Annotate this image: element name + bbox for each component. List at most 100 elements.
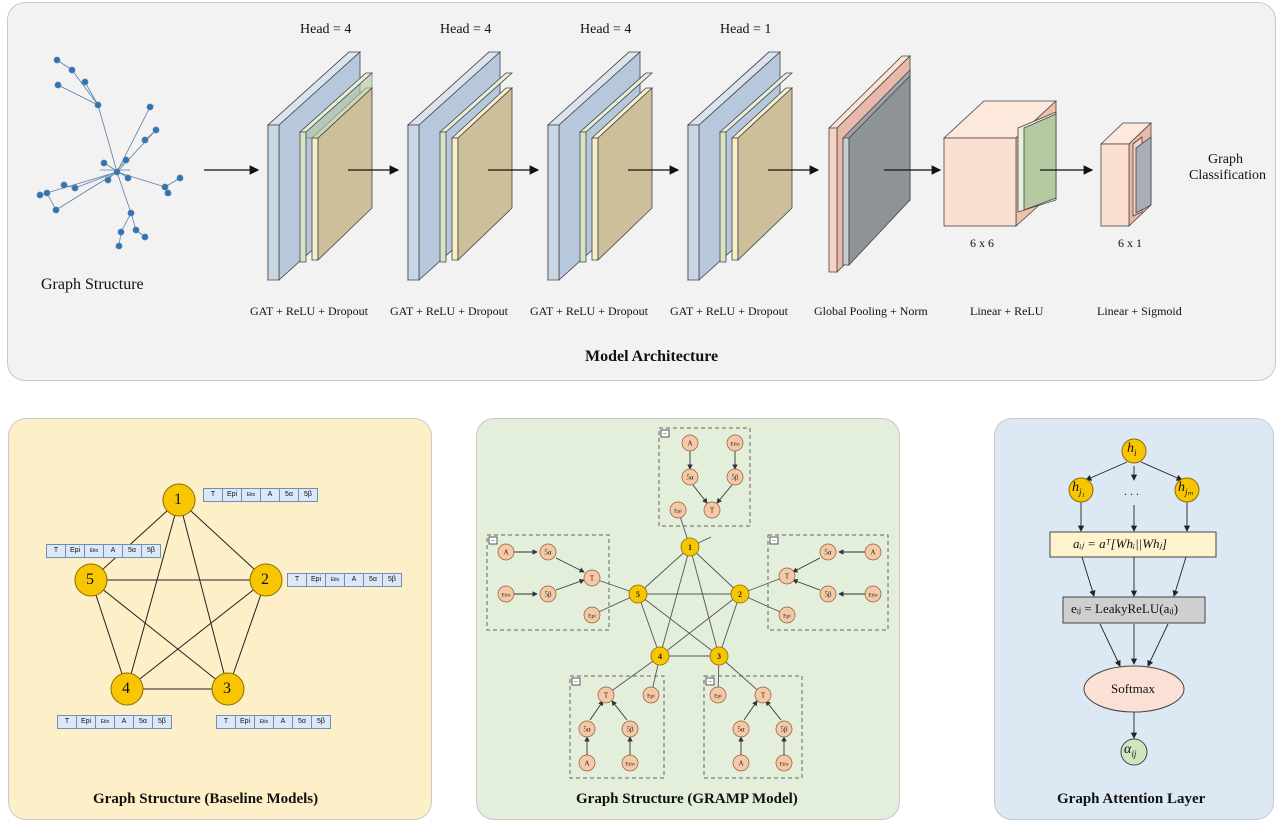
gramp-subgraph-node-label: 5α bbox=[824, 549, 832, 557]
attention-coef-formula: aᵢⱼ = aᵀ[Whᵢ||Whⱼ] bbox=[1073, 536, 1167, 551]
gramp-subgraph-node-label: Etio bbox=[625, 762, 634, 768]
gramp-subgraph-node-label: Etio bbox=[730, 442, 739, 448]
feature-cell: Epi bbox=[306, 574, 325, 586]
feature-cell: 5α bbox=[133, 716, 152, 728]
gramp-subgraph-node-label: Epi bbox=[674, 509, 682, 515]
gramp-subgraph-node bbox=[778, 606, 796, 624]
gramp-subgraph-node bbox=[732, 754, 750, 772]
gramp-node-3-label: 3 bbox=[717, 652, 721, 661]
head-label-1: Head = 4 bbox=[300, 22, 352, 37]
gramp-subgraph-node-label: A bbox=[503, 549, 508, 557]
baseline-node-1-label: 1 bbox=[174, 491, 182, 508]
gramp-subgraph-node-label: Etio bbox=[779, 762, 788, 768]
feature-cell: T bbox=[294, 576, 300, 583]
gramp-subgraph-node bbox=[497, 585, 515, 603]
gramp-subgraph-node-label: 5α bbox=[583, 726, 591, 734]
gramp-subgraph-node-label: A bbox=[870, 549, 875, 557]
feature-cell: Etio bbox=[325, 574, 344, 586]
gramp-subgraph-node-label: 5α bbox=[737, 726, 745, 734]
baseline-node-5-label: 5 bbox=[86, 571, 94, 588]
feature-cell: 5α bbox=[292, 716, 311, 728]
gramp-node-1 bbox=[680, 537, 700, 557]
collapse-icon[interactable]: − bbox=[772, 537, 776, 545]
feature-cell: A bbox=[260, 489, 279, 501]
gramp-subgraph-boxes bbox=[486, 427, 889, 779]
linear-sigmoid-block bbox=[1100, 122, 1152, 227]
feature-cell: Epi bbox=[235, 716, 254, 728]
baseline-node-3 bbox=[211, 672, 245, 706]
softmax-label: Softmax bbox=[1111, 681, 1156, 696]
gramp-subgraph-node bbox=[597, 686, 615, 704]
gramp-subgraph-node bbox=[681, 468, 699, 486]
gat-block-4 bbox=[686, 51, 794, 281]
gramp-title: Graph Structure (GRAMP Model) bbox=[576, 791, 798, 807]
feature-cell: 5α bbox=[279, 489, 298, 501]
feature-cell: A bbox=[114, 716, 133, 728]
leakyrelu-box bbox=[1062, 596, 1206, 624]
gramp-subgraph-node-label: Etio bbox=[868, 593, 877, 599]
h-jm-label: hjₘ bbox=[1178, 480, 1194, 497]
gramp-node-5-label: 5 bbox=[636, 590, 640, 599]
gramp-subgraph-node-label: 5β bbox=[544, 591, 552, 599]
baseline-node-4-label: 4 bbox=[122, 680, 130, 697]
global-pooling-block bbox=[828, 55, 911, 273]
gramp-subgraph-node-label: 5α bbox=[686, 474, 694, 482]
gramp-subgraph-node-label: A bbox=[687, 440, 692, 448]
gramp-subgraph-node-label: 5β bbox=[731, 474, 739, 482]
linear-relu-block bbox=[942, 100, 1058, 227]
gramp-subgraph-node bbox=[583, 606, 601, 624]
gramp-subgraph-node bbox=[709, 686, 727, 704]
feature-cell: A bbox=[344, 574, 363, 586]
output-label-line1: Graph bbox=[1208, 152, 1243, 167]
gramp-subgraph-node bbox=[621, 720, 639, 738]
baseline-nodes bbox=[74, 483, 283, 706]
gramp-subgraph-node-label: Epi bbox=[588, 614, 596, 620]
ellipsis: . . . bbox=[1124, 484, 1139, 498]
softmax-node bbox=[1083, 665, 1185, 713]
feature-cell: A bbox=[103, 545, 122, 557]
gramp-subgraph-node-label: T bbox=[590, 575, 595, 583]
gramp-node-1-label: 1 bbox=[688, 543, 692, 552]
gramp-node-2 bbox=[730, 584, 750, 604]
graph-structure-icon bbox=[36, 56, 184, 250]
architecture-diagram bbox=[36, 51, 1152, 281]
gramp-subgraph-node bbox=[864, 543, 882, 561]
alpha-label: αij bbox=[1124, 742, 1137, 759]
feature-cell: 5α bbox=[363, 574, 382, 586]
linear-relu-dims: 6 x 6 bbox=[970, 236, 994, 250]
gramp-subgraph-node bbox=[864, 585, 882, 603]
baseline-node-2 bbox=[249, 563, 283, 597]
baseline-graph-panel bbox=[8, 418, 432, 820]
output-label-line2: Classification bbox=[1189, 168, 1266, 183]
baseline-title: Graph Structure (Baseline Models) bbox=[93, 791, 319, 807]
gramp-subgraph-node bbox=[703, 501, 721, 519]
collapse-icon[interactable]: − bbox=[663, 430, 667, 438]
baseline-node-5 bbox=[74, 563, 108, 597]
collapse-icon[interactable]: − bbox=[574, 678, 578, 686]
linear-sigmoid-label: Linear + Sigmoid bbox=[1097, 304, 1182, 318]
feature-cell: T bbox=[53, 547, 59, 554]
feature-cell: 5β bbox=[382, 574, 401, 586]
gramp-subgraph-node bbox=[778, 567, 796, 585]
baseline-node-2-label: 2 bbox=[261, 571, 269, 588]
gramp-subgraph-node bbox=[578, 720, 596, 738]
collapse-icon[interactable]: − bbox=[491, 537, 495, 545]
gramp-node-2-label: 2 bbox=[738, 590, 742, 599]
gat-label-1: GAT + ReLU + Dropout bbox=[250, 304, 368, 318]
gramp-subgraph-node bbox=[578, 754, 596, 772]
feature-cell: 5β bbox=[152, 716, 171, 728]
gramp-subgraph-node-label: 5β bbox=[780, 726, 788, 734]
feature-cell: Etio bbox=[84, 545, 103, 557]
baseline-node-4 bbox=[110, 672, 144, 706]
gramp-node-5 bbox=[628, 584, 648, 604]
pooling-label: Global Pooling + Norm bbox=[814, 304, 928, 318]
gramp-subgraph-node-label: 5α bbox=[544, 549, 552, 557]
gramp-subgraph-node-label: Epi bbox=[783, 614, 791, 620]
h-i-node bbox=[1121, 438, 1147, 464]
gramp-subgraph-node bbox=[819, 543, 837, 561]
collapse-icon[interactable]: − bbox=[708, 678, 712, 686]
h-i-label: hi bbox=[1127, 441, 1137, 458]
